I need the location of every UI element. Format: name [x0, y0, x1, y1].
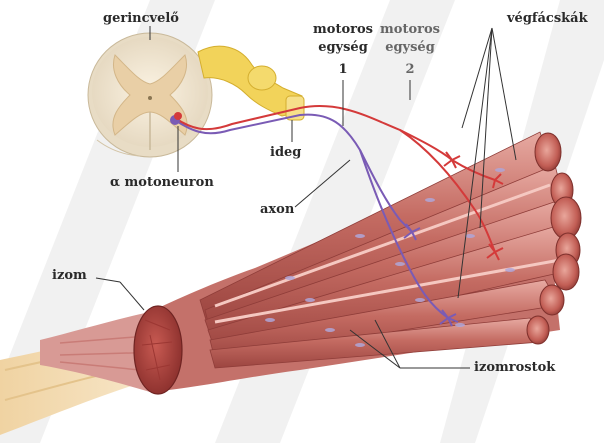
label-motoros-egyseg-2-line1: motoros: [372, 22, 448, 37]
label-axon: axon: [260, 202, 294, 217]
label-izomrostok: izomrostok: [474, 360, 555, 375]
label-alpha-motoneuron: α motoneuron: [110, 175, 214, 190]
label-ideg: ideg: [270, 145, 301, 160]
label-vegfacskak: végfácskák: [507, 11, 588, 26]
label-gerincvelo: gerincvelő: [103, 11, 179, 26]
spinal-cord: [88, 33, 212, 157]
label-motoros-egyseg-1-number: 1: [305, 62, 381, 77]
label-motoros-egyseg-2-line2: egység: [372, 40, 448, 55]
nerve-root: [198, 46, 304, 120]
label-motoros-egyseg-1-line2: egység: [305, 40, 381, 55]
label-motoros-egyseg-1-line1: motoros: [305, 22, 381, 37]
label-izom: izom: [52, 268, 87, 283]
muscle-cross-section: [134, 306, 182, 394]
label-motoros-egyseg-2-number: 2: [372, 62, 448, 77]
